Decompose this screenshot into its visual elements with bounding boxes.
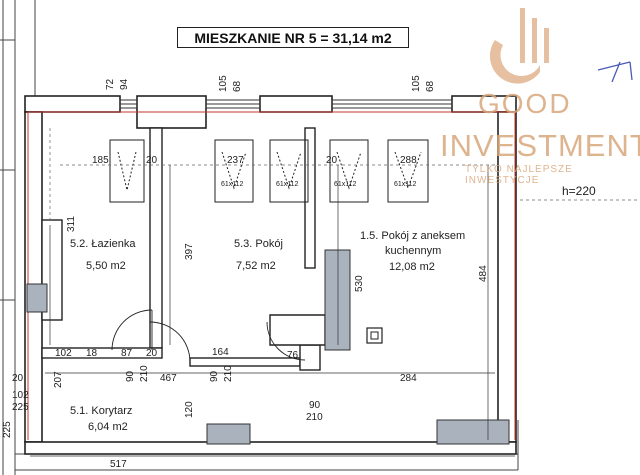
bed-label-2: 61x112 — [276, 181, 299, 188]
windows — [119, 99, 453, 109]
dim-164: 164 — [212, 347, 229, 358]
dim-room3-top-small: 20 — [326, 155, 338, 166]
room-label-bathroom: 5.2. Łazienka — [70, 238, 136, 250]
ceiling-height-note: h=220 — [562, 184, 596, 198]
dim-225: 225 — [12, 402, 29, 413]
dim-210c: 210 — [306, 412, 323, 423]
dim-bath-top-width: 185 — [92, 155, 109, 166]
dim-win3-width: 105 — [411, 75, 422, 92]
dim-90a: 90 — [125, 370, 136, 382]
dim-room4-height-b: 484 — [478, 265, 489, 282]
inner-outline — [27, 111, 516, 440]
radiators — [26, 283, 510, 445]
room-area-room4: 12,08 m2 — [389, 261, 435, 273]
dim-win2-height: 68 — [232, 80, 243, 92]
door-swings — [111, 309, 306, 363]
page-title: MIESZKANIE NR 5 = 31,14 m2 — [177, 27, 409, 48]
dim-win3-height: 68 — [425, 80, 436, 92]
dim-517: 517 — [110, 459, 127, 470]
dim-102b: 102 — [12, 390, 29, 401]
watermark-logo-icon — [489, 8, 549, 84]
dim-bath-height: 311 — [66, 216, 77, 232]
dim-120: 120 — [184, 401, 195, 418]
interior-walls — [41, 127, 326, 371]
dim-win1-height: 94 — [119, 78, 130, 90]
dim-284: 284 — [400, 373, 417, 384]
dim-20a: 20 — [146, 348, 158, 359]
room-area-bathroom: 5,50 m2 — [86, 260, 126, 272]
room-label-corridor: 5.1. Korytarz — [70, 405, 132, 417]
watermark-name-top: GOOD — [478, 88, 572, 119]
dim-207: 207 — [53, 371, 64, 388]
dim-room3-height: 397 — [184, 243, 195, 260]
bed-label-3: 61x112 — [334, 181, 357, 188]
watermark-name-bottom: INVESTMENT — [440, 128, 640, 163]
kitchen-counter — [324, 249, 383, 351]
dim-467: 467 — [160, 373, 177, 384]
bed-label-1: 61x112 — [221, 181, 244, 188]
dim-18: 18 — [86, 348, 98, 359]
dim-20b: 20 — [12, 373, 24, 384]
dim-225b: 225 — [2, 421, 13, 438]
dim-210a: 210 — [139, 365, 150, 382]
dim-room4-top-width: 288 — [400, 155, 417, 166]
guide-lines — [49, 128, 640, 220]
dim-room4-height-a: 530 — [354, 275, 365, 292]
dim-76: 76 — [287, 350, 299, 361]
room-label-room4-line1: 1.5. Pokój z aneksem — [360, 230, 465, 242]
room-label-room3: 5.3. Pokój — [234, 238, 283, 250]
room-area-room3: 7,52 m2 — [236, 260, 276, 272]
dim-win1-width: 72 — [105, 78, 116, 90]
dimension-lines — [30, 165, 515, 457]
dim-room3-top-width: 237 — [227, 155, 244, 166]
dim-bath-top-small: 20 — [146, 155, 158, 166]
pen-mark — [597, 61, 633, 83]
dim-90b: 90 — [209, 370, 220, 382]
dim-87: 87 — [121, 348, 133, 359]
room-area-corridor: 6,04 m2 — [88, 421, 128, 433]
dim-102: 102 — [55, 348, 72, 359]
watermark-tagline: TYLKO NAJLEPSZE INWESTYCJE — [465, 164, 573, 186]
room-label-room4-line2: kuchennym — [385, 245, 441, 257]
dim-win2-width: 105 — [218, 75, 229, 92]
dim-90c: 90 — [309, 400, 321, 411]
bed-label-4: 61x112 — [394, 181, 417, 188]
dim-210b: 210 — [223, 365, 234, 382]
